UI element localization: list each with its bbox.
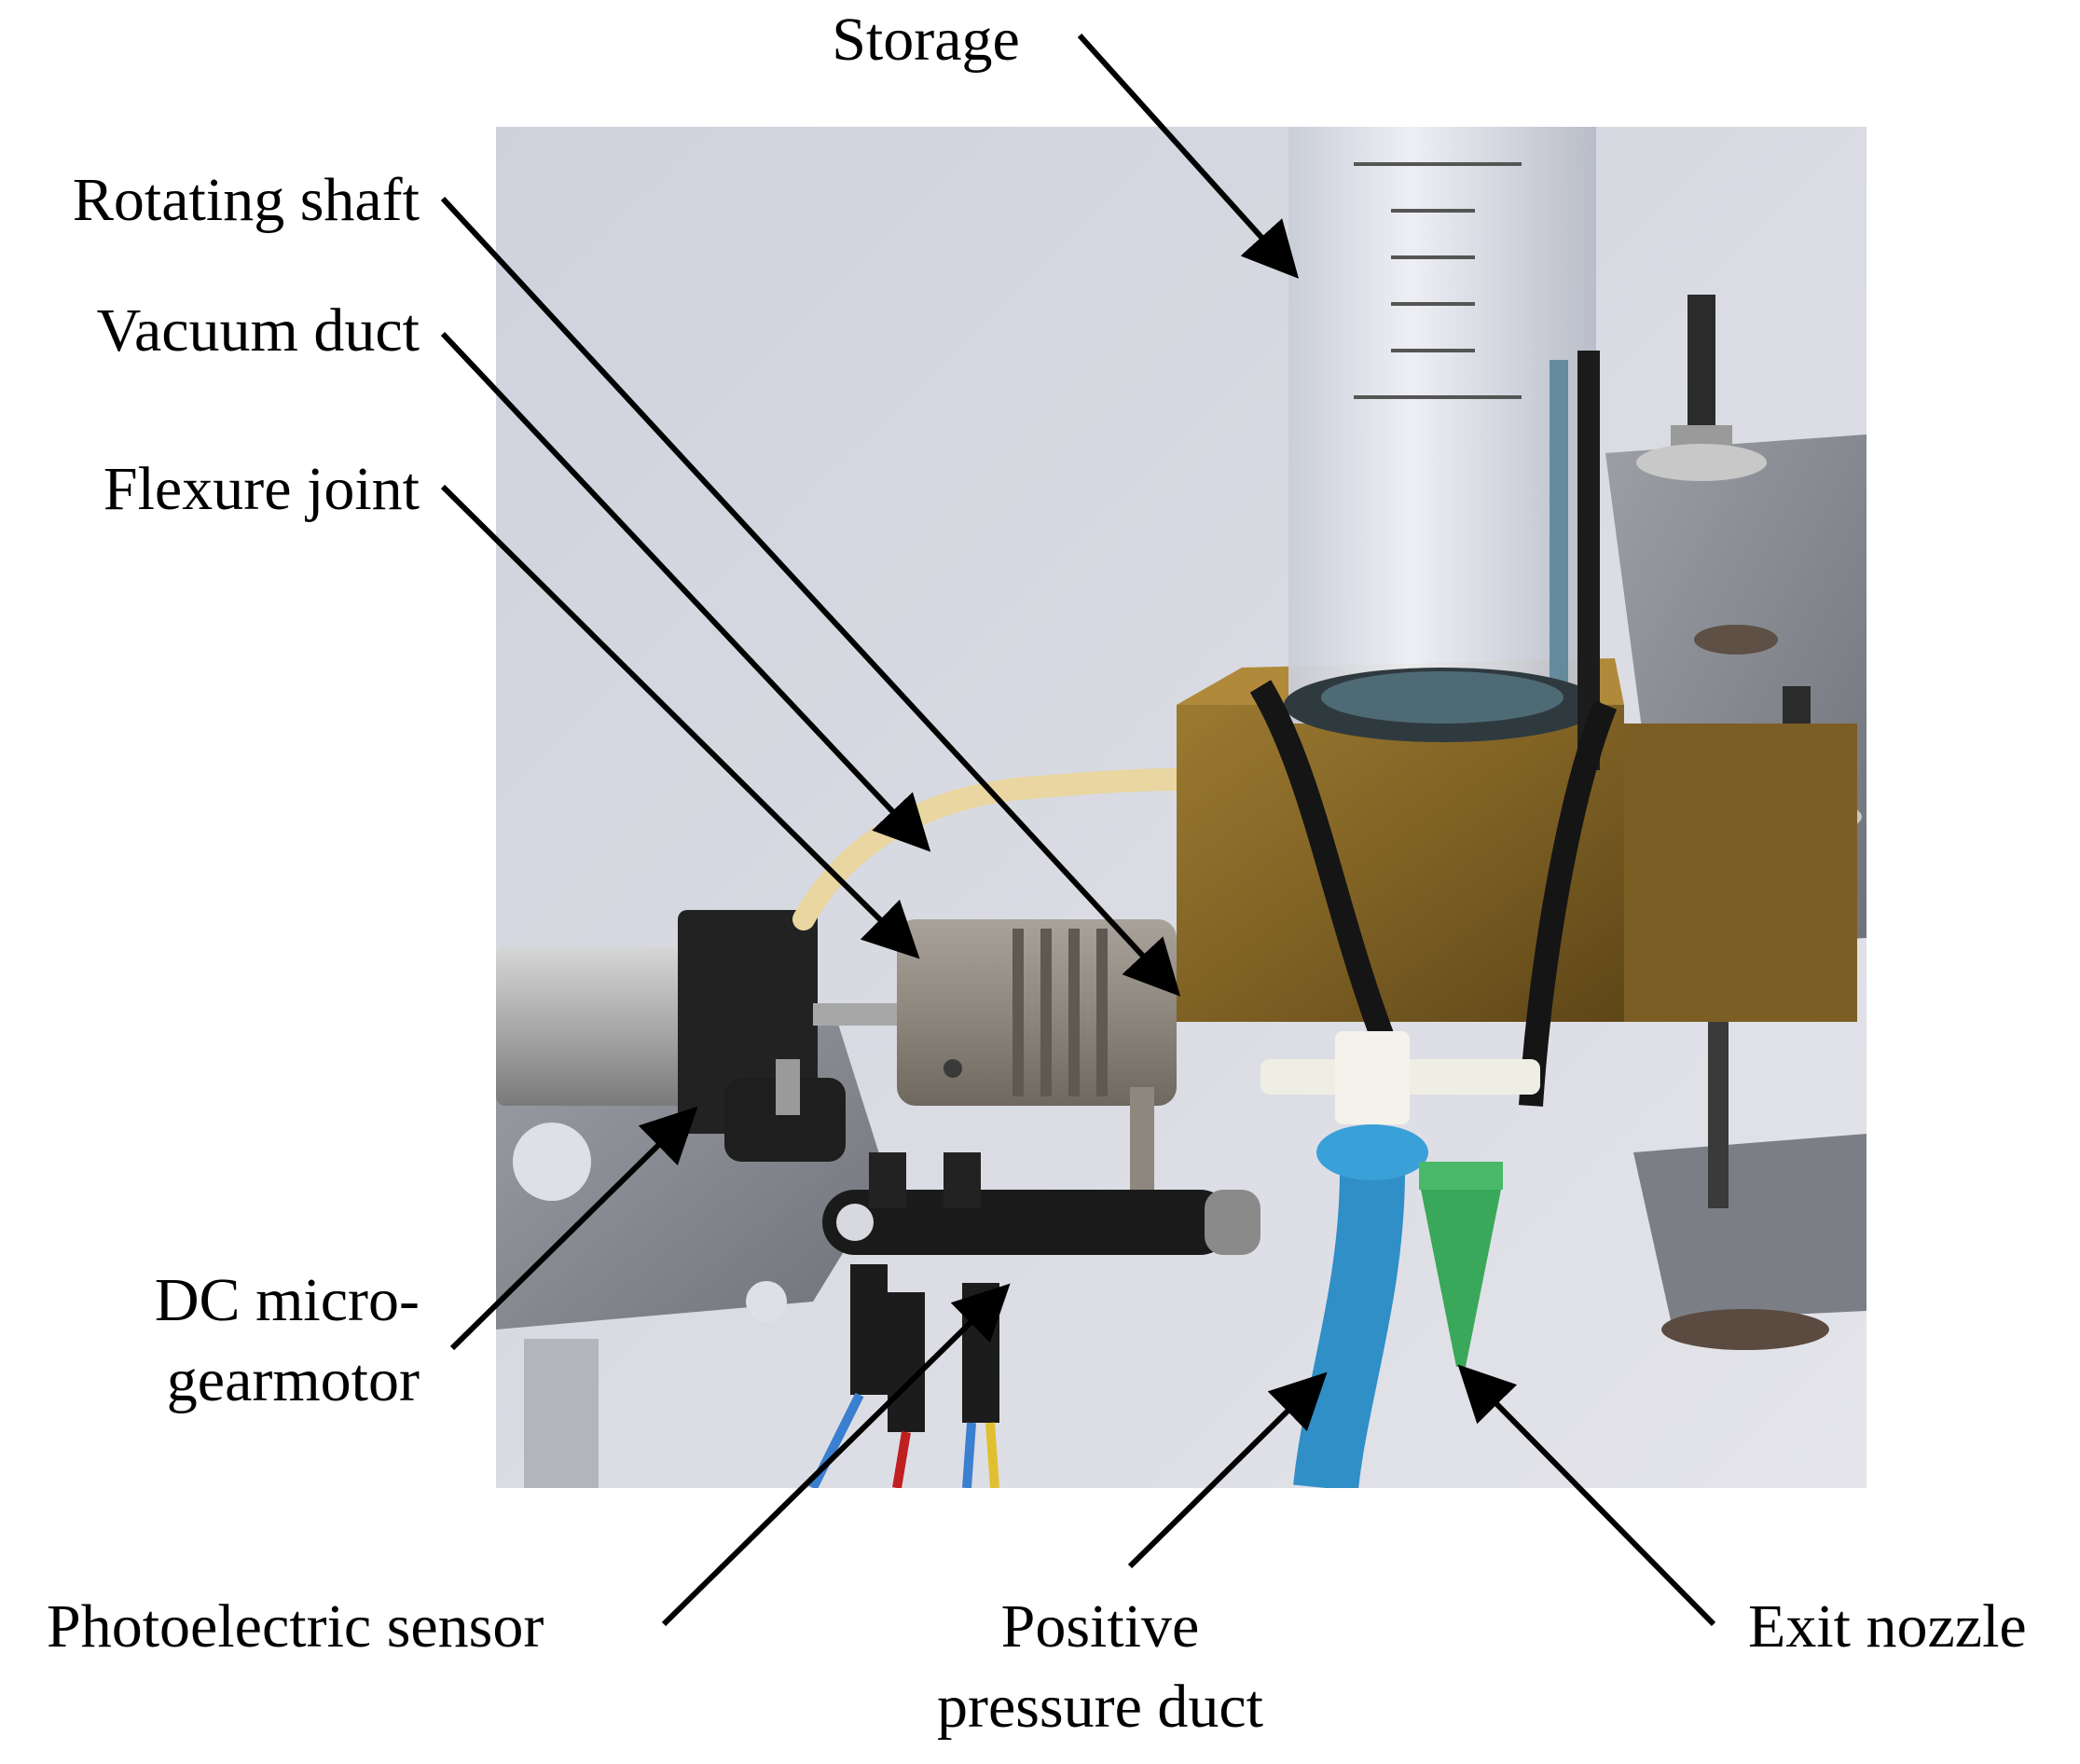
- label-positive-duct: Positive pressure duct: [858, 1587, 1343, 1747]
- label-dc-motor-line2: gearmotor: [166, 1346, 420, 1414]
- label-dc-motor: DC micro- gearmotor: [0, 1261, 420, 1421]
- label-dc-motor-line1: DC micro-: [154, 1266, 420, 1334]
- label-flexure-joint: Flexure joint: [0, 449, 420, 530]
- label-flexure-joint-text: Flexure joint: [103, 455, 420, 523]
- label-storage-text: Storage: [832, 6, 1020, 74]
- label-vacuum-duct: Vacuum duct: [0, 291, 420, 371]
- label-photoelectric-sensor: Photoelectric sensor: [47, 1587, 653, 1667]
- device-photo-drawing: [496, 127, 1866, 1488]
- label-positive-duct-line1: Positive: [1000, 1592, 1200, 1661]
- device-photo: [496, 127, 1866, 1488]
- label-vacuum-duct-text: Vacuum duct: [96, 296, 420, 365]
- label-photoelectric-sensor-text: Photoelectric sensor: [47, 1592, 544, 1661]
- label-rotating-shaft-text: Rotating shaft: [72, 166, 420, 234]
- label-positive-duct-line2: pressure duct: [936, 1673, 1264, 1741]
- label-exit-nozzle: Exit nozzle: [1748, 1587, 2074, 1667]
- label-rotating-shaft: Rotating shaft: [0, 160, 420, 241]
- label-exit-nozzle-text: Exit nozzle: [1748, 1592, 2027, 1661]
- label-storage: Storage: [809, 0, 1042, 80]
